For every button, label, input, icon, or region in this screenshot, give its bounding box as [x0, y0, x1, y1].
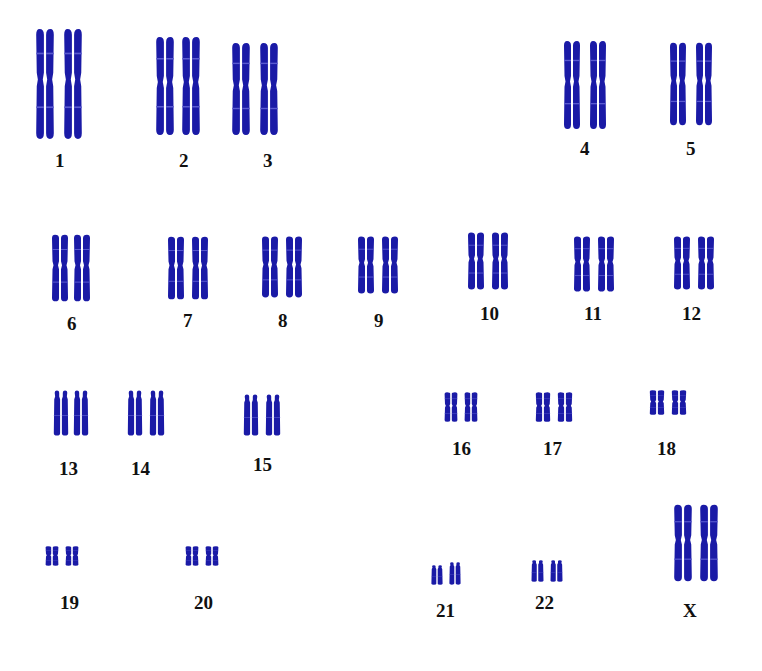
chromosome-number: 4	[580, 139, 590, 158]
chromosome	[564, 41, 580, 129]
chromosome	[64, 29, 82, 139]
chromosome	[66, 546, 79, 566]
chromosome-number: 6	[67, 314, 77, 333]
chromosome	[445, 392, 458, 421]
chromosome	[150, 390, 164, 435]
chromosome	[532, 560, 544, 582]
chromosome	[260, 43, 278, 135]
chromosome-number: 22	[535, 593, 554, 612]
chromosome	[182, 37, 200, 135]
chromosome-number: 15	[253, 455, 272, 474]
chromosome	[286, 237, 302, 298]
chromosome	[266, 394, 280, 435]
chromosome	[262, 237, 278, 298]
chromosome	[598, 237, 614, 292]
chromosome-pairs	[36, 29, 718, 585]
chromosome-number: 8	[278, 311, 288, 330]
chromosome	[382, 237, 398, 294]
chromosome	[670, 43, 686, 125]
chromosome-number: 21	[436, 601, 455, 620]
chromosome	[536, 392, 550, 421]
chromosome-number: 12	[682, 304, 701, 323]
chromosome-number: 13	[59, 459, 78, 478]
chromosome	[156, 37, 174, 135]
chromosome-number: X	[683, 601, 697, 620]
chromosome	[696, 43, 712, 125]
chromosome	[186, 546, 199, 566]
chromosome	[551, 560, 563, 582]
chromosome	[244, 394, 258, 435]
chromosome	[492, 233, 508, 290]
chromosome	[674, 237, 690, 290]
chromosome	[672, 390, 686, 415]
chromosome	[358, 237, 374, 294]
chromosome-number: 2	[179, 151, 189, 170]
chromosome-number: 14	[131, 459, 150, 478]
chromosome-number: 5	[686, 139, 696, 158]
chromosome-number: 18	[657, 439, 676, 458]
chromosome-number: 17	[543, 439, 562, 458]
chromosome	[74, 390, 88, 435]
chromosome	[431, 565, 442, 585]
chromosome-number: 7	[183, 311, 193, 330]
chromosome	[698, 237, 714, 290]
chromosome-number: 11	[584, 304, 602, 323]
chromosome	[54, 390, 68, 435]
chromosome	[468, 233, 484, 290]
chromosome	[558, 392, 572, 421]
chromosome-number: 9	[374, 311, 384, 330]
chromosome	[74, 235, 90, 302]
chromosome-number: 19	[60, 593, 79, 612]
chromosome	[232, 43, 250, 135]
chromosome	[449, 562, 460, 585]
chromosome-number: 20	[194, 593, 213, 612]
chromosome-number: 16	[452, 439, 471, 458]
chromosome-number: 1	[55, 151, 65, 170]
chromosome	[590, 41, 606, 129]
chromosome	[650, 390, 664, 415]
chromosome-number: 3	[263, 151, 273, 170]
chromosome	[168, 237, 184, 300]
chromosome	[52, 235, 68, 302]
chromosome	[128, 390, 142, 435]
chromosome-number: 10	[480, 304, 499, 323]
chromosome	[700, 505, 718, 581]
chromosome	[192, 237, 208, 300]
chromosome	[465, 392, 478, 421]
chromosome	[206, 546, 219, 566]
chromosome	[674, 505, 692, 581]
chromosome	[46, 546, 59, 566]
chromosome	[574, 237, 590, 292]
chromosome	[36, 29, 54, 139]
